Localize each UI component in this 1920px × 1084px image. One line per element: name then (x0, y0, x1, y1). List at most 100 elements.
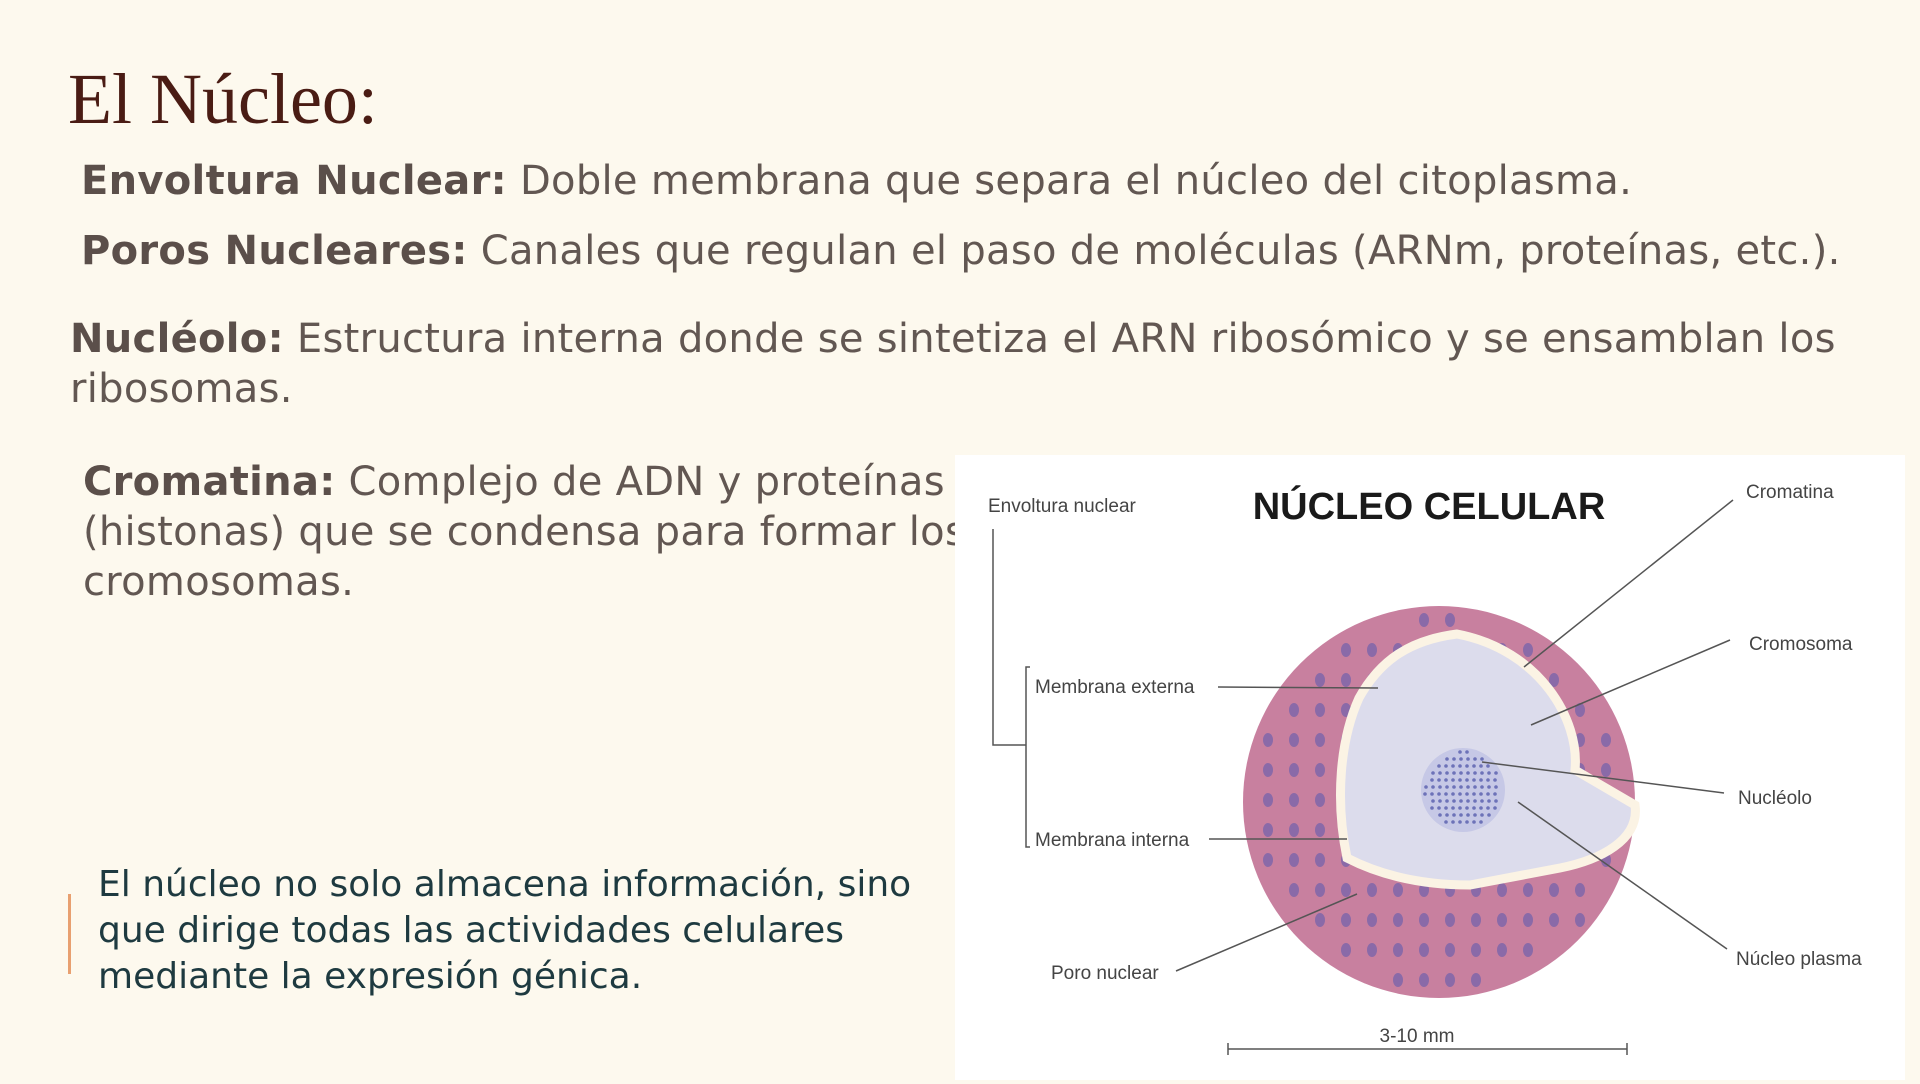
granule (1424, 785, 1428, 789)
granule (1479, 792, 1483, 796)
granule (1479, 806, 1483, 810)
nuclear-pore (1471, 913, 1481, 927)
nuclear-pore (1393, 973, 1403, 987)
label-nucleolo: Nucléolo (1738, 788, 1812, 809)
granule (1459, 799, 1463, 803)
item-cromatina: Cromatina: Complejo de ADN y proteínas (… (83, 457, 973, 607)
granule (1466, 813, 1470, 817)
nuclear-pore (1549, 883, 1559, 897)
granule (1430, 806, 1434, 810)
nuclear-pore (1549, 673, 1559, 687)
nuclear-pore (1263, 763, 1273, 777)
nuclear-pore (1315, 733, 1325, 747)
term: Nucléolo: (70, 316, 284, 362)
granule (1473, 771, 1477, 775)
nuclear-pore (1523, 643, 1533, 657)
granule (1487, 813, 1491, 817)
granule (1487, 785, 1491, 789)
nucleolus (1421, 748, 1505, 832)
nuclear-pore (1601, 733, 1611, 747)
nuclear-pore (1289, 853, 1299, 867)
granule (1459, 771, 1463, 775)
granule (1452, 757, 1456, 761)
nuclear-pore (1341, 913, 1351, 927)
diagram-title: NÚCLEO CELULAR (1253, 484, 1606, 528)
nuclear-pore (1445, 973, 1455, 987)
quote-text: El núcleo no solo almacena información, … (98, 864, 912, 997)
nuclear-pore (1497, 943, 1507, 957)
granule (1466, 799, 1470, 803)
nuclear-pore (1367, 883, 1377, 897)
label-poro-nuclear: Poro nuclear (1051, 963, 1159, 984)
nuclear-pore (1367, 643, 1377, 657)
term: Cromatina: (83, 459, 336, 505)
granule (1472, 778, 1476, 782)
nuclear-pore (1315, 793, 1325, 807)
granule (1437, 806, 1441, 810)
label-membrana-externa: Membrana externa (1035, 677, 1195, 698)
granule (1480, 785, 1484, 789)
nuclear-pore (1315, 703, 1325, 717)
nuclear-pore (1341, 673, 1351, 687)
granule (1494, 771, 1498, 775)
nuclear-pore (1263, 733, 1273, 747)
granule (1445, 771, 1449, 775)
label-membrana-interna: Membrana interna (1035, 830, 1190, 851)
granule (1458, 750, 1462, 754)
granule (1452, 813, 1456, 817)
granule (1487, 771, 1491, 775)
item-poros: Poros Nucleares: Canales que regulan el … (81, 226, 1841, 276)
granule (1458, 792, 1462, 796)
granule (1486, 764, 1490, 768)
definition: Complejo de ADN y proteínas (histonas) q… (83, 459, 967, 605)
granule (1438, 771, 1442, 775)
granule (1465, 806, 1469, 810)
granule (1479, 820, 1483, 824)
granule (1465, 764, 1469, 768)
nuclear-pore (1367, 913, 1377, 927)
definition: Canales que regulan el paso de moléculas… (467, 228, 1841, 274)
granule (1494, 785, 1498, 789)
granule (1480, 771, 1484, 775)
granule (1451, 792, 1455, 796)
granule (1458, 764, 1462, 768)
granule (1473, 799, 1477, 803)
nuclear-pore (1289, 733, 1299, 747)
granule (1459, 813, 1463, 817)
nuclear-pore (1289, 793, 1299, 807)
nuclear-pore (1575, 913, 1585, 927)
granule (1438, 785, 1442, 789)
term: Envoltura Nuclear: (81, 158, 507, 204)
nuclear-pore (1497, 913, 1507, 927)
granule (1444, 778, 1448, 782)
granule (1430, 778, 1434, 782)
granule (1466, 757, 1470, 761)
nuclear-pore (1263, 853, 1273, 867)
nuclear-pore (1393, 943, 1403, 957)
nuclear-pore (1341, 643, 1351, 657)
nuclear-pore (1419, 613, 1429, 627)
granule (1452, 771, 1456, 775)
leader-lines (992, 499, 1734, 1055)
definition: Doble membrana que separa el núcleo del … (506, 158, 1633, 204)
nuclear-pore (1419, 973, 1429, 987)
granule (1423, 792, 1427, 796)
granule (1493, 792, 1497, 796)
term: Poros Nucleares: (81, 228, 468, 274)
granule (1493, 806, 1497, 810)
granule (1431, 771, 1435, 775)
granule (1437, 792, 1441, 796)
definition: Estructura interna donde se sintetiza el… (70, 316, 1836, 412)
granule (1445, 813, 1449, 817)
granule (1458, 820, 1462, 824)
nuclear-pore (1523, 943, 1533, 957)
nuclear-pore (1315, 883, 1325, 897)
nuclear-pore (1497, 883, 1507, 897)
granule (1431, 799, 1435, 803)
granule (1452, 799, 1456, 803)
nuclear-pore (1523, 883, 1533, 897)
granule (1466, 785, 1470, 789)
granule (1487, 799, 1491, 803)
granule (1444, 820, 1448, 824)
granule (1494, 799, 1498, 803)
